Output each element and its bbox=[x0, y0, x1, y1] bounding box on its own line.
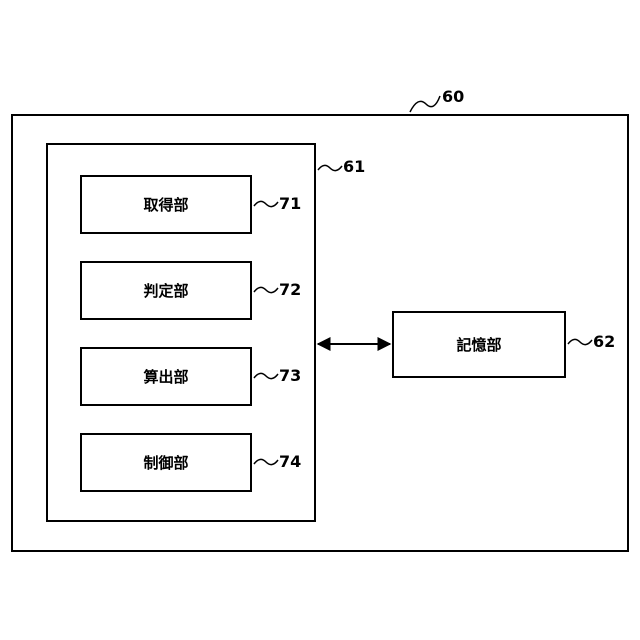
acquisition-ref-number: 71 bbox=[279, 196, 301, 212]
acquisition-ref-leader bbox=[254, 201, 278, 206]
device-ref-number: 60 bbox=[442, 89, 464, 105]
calculation-ref-leader bbox=[254, 373, 278, 378]
determination-ref-number: 72 bbox=[279, 282, 301, 298]
device-ref-leader bbox=[410, 96, 440, 112]
storage-ref-number: 62 bbox=[593, 334, 615, 350]
storage-ref-leader bbox=[568, 339, 592, 344]
control-ref-leader bbox=[254, 459, 278, 464]
controller-ref-leader bbox=[318, 165, 342, 170]
controller-ref-number: 61 bbox=[343, 159, 365, 175]
determination-ref-leader bbox=[254, 287, 278, 292]
control-ref-number: 74 bbox=[279, 454, 301, 470]
calculation-ref-number: 73 bbox=[279, 368, 301, 384]
